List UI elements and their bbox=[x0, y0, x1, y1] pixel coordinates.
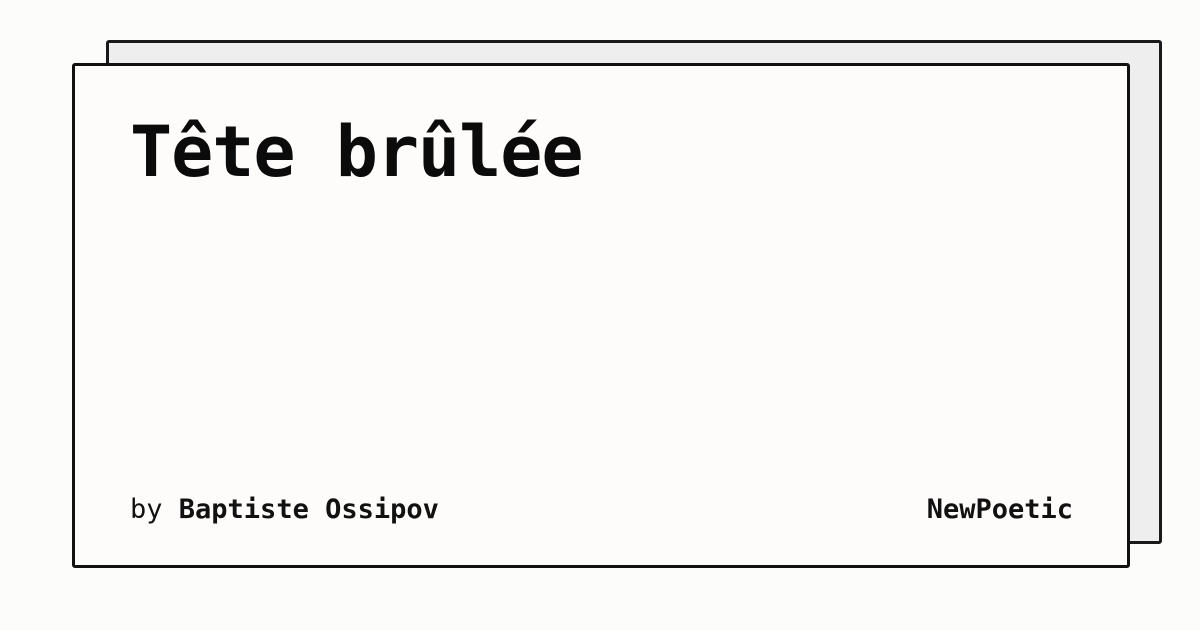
author-name: Baptiste Ossipov bbox=[178, 494, 439, 525]
byline-prefix: by bbox=[130, 494, 163, 525]
title-card: Tête brûlée by Baptiste Ossipov NewPoeti… bbox=[72, 63, 1130, 568]
page-title: Tête brûlée bbox=[130, 111, 584, 193]
publisher-name: NewPoetic bbox=[926, 494, 1073, 525]
byline: by Baptiste Ossipov bbox=[130, 494, 439, 526]
